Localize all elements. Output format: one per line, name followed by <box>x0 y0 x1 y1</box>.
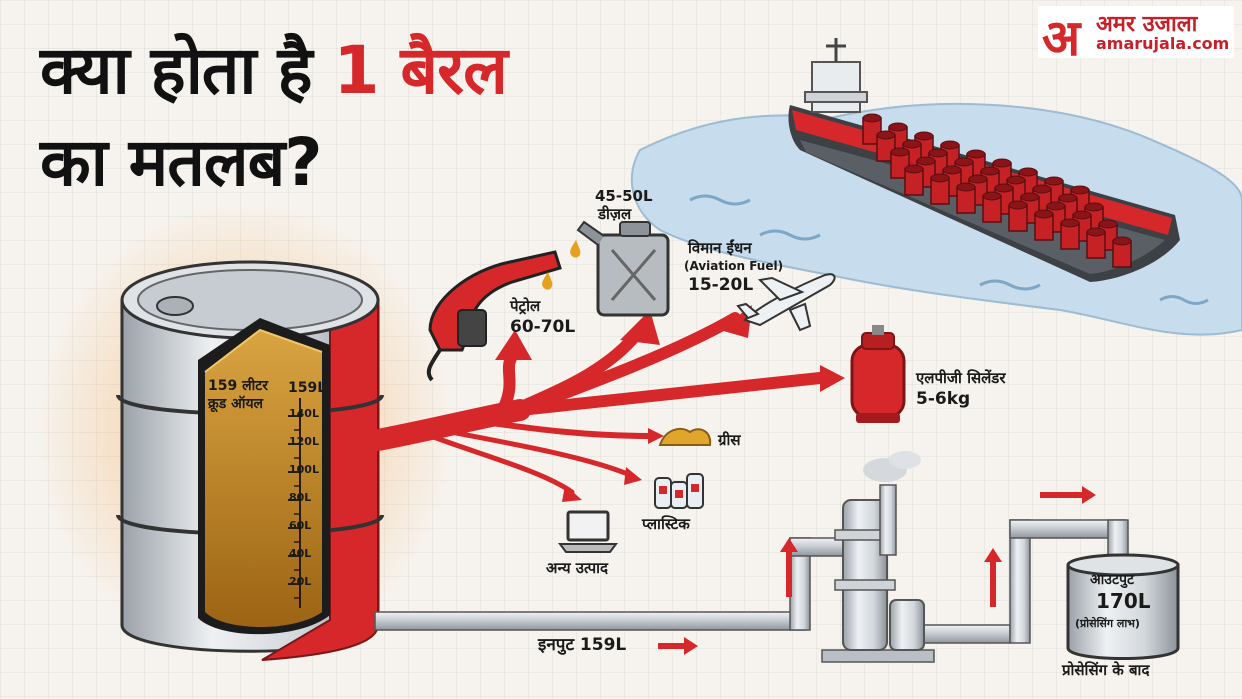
distribution-arrows <box>367 312 826 495</box>
deck-drum-top <box>876 130 896 140</box>
flow-arrows <box>658 486 1096 655</box>
output-note: (प्रोसेसिंग लाभ) <box>1075 617 1140 630</box>
deck-drum-top <box>890 147 910 157</box>
deck-drum-top <box>1086 227 1106 237</box>
grease-name: ग्रीस <box>718 431 741 449</box>
deck-drum-top <box>1018 167 1038 177</box>
scale-mark-label: 120L <box>289 435 319 448</box>
scale-mark-label: 60L <box>289 519 312 532</box>
deck-drum-top <box>992 158 1012 168</box>
scale-mark-label: 100L <box>289 463 319 476</box>
plastic-bottles-icon <box>654 473 704 509</box>
deck-drum-top <box>1046 201 1066 211</box>
diesel-name: डीज़ल <box>598 205 632 223</box>
scale-mark-label: 20L <box>289 575 312 588</box>
petrol-name: पेट्रोल <box>510 297 541 315</box>
fuel-nozzle-icon <box>426 250 562 382</box>
amar-ujala-logo[interactable]: अ अमर उजाला amarujala.com <box>1038 6 1234 67</box>
barrel-label-line2: क्रूड ऑयल <box>208 396 264 412</box>
barrel-scale-ticks <box>288 415 300 599</box>
output-amount: 170L <box>1096 589 1151 613</box>
grease-icon <box>658 427 712 446</box>
aviation-sub: (Aviation Fuel) <box>684 259 784 273</box>
deck-drum-top <box>980 166 1000 176</box>
barrel-label-line1: 159 लीटर <box>208 378 268 394</box>
headline-line-1: क्या होता है 1 बैरल <box>40 38 508 104</box>
deck-drum-top <box>888 122 908 132</box>
deck-oil-drums <box>862 113 1132 268</box>
deck-drum-top <box>1058 193 1078 203</box>
aviation-amount: 15-20L <box>688 275 754 295</box>
deck-drum-top <box>862 113 882 123</box>
deck-drum-top <box>1034 209 1054 219</box>
logo-mark: अ <box>1042 8 1081 67</box>
deck-drum-top <box>1008 200 1028 210</box>
scale-mark-label: 140L <box>289 407 319 420</box>
headline-line-2: का मतलब? <box>40 124 323 201</box>
laptop-icon <box>558 510 618 553</box>
deck-drum-top <box>902 139 922 149</box>
deck-drum-top <box>982 191 1002 201</box>
deck-drum-top <box>1020 192 1040 202</box>
airplane-icon <box>736 273 836 332</box>
deck-drum-top <box>968 174 988 184</box>
lpg-name: एलपीजी सिलेंडर <box>916 369 1006 387</box>
deck-drum-top <box>1044 176 1064 186</box>
deck-drum-top <box>916 156 936 166</box>
logo-url: amarujala.com <box>1096 34 1230 53</box>
output-caption: प्रोसेसिंग के बाद <box>1062 661 1150 679</box>
jerry-can-icon <box>570 220 670 317</box>
petrol-amount: 60-70L <box>510 317 576 337</box>
deck-drum-top <box>1084 202 1104 212</box>
headline-prefix: क्या होता है <box>40 32 313 109</box>
pipeline <box>374 519 1129 644</box>
deck-drum-top <box>940 140 960 150</box>
aviation-name: विमान ईंधन <box>688 239 752 257</box>
output-title: आउटपुट <box>1090 572 1135 588</box>
input-label: इनपुट 159L <box>538 635 627 655</box>
deck-drum-top <box>942 165 962 175</box>
scale-mark-label: 40L <box>289 547 312 560</box>
other-products-name: अन्य उत्पाद <box>546 559 608 577</box>
deck-drum-top <box>904 164 924 174</box>
deck-drum-top <box>956 182 976 192</box>
lpg-amount: 5-6kg <box>916 389 971 409</box>
deck-drum-top <box>1112 236 1132 246</box>
diesel-amount: 45-50L <box>595 187 653 205</box>
deck-drum-top <box>994 183 1014 193</box>
deck-drum-top <box>914 131 934 141</box>
lpg-cylinder-icon <box>850 325 906 423</box>
deck-drum-top <box>1070 185 1090 195</box>
deck-drum-top <box>1072 210 1092 220</box>
deck-drum-top <box>966 149 986 159</box>
deck-drum-top <box>1098 219 1118 229</box>
deck-drum-top <box>954 157 974 167</box>
oil-barrel <box>116 260 384 661</box>
output-tank <box>1066 553 1180 660</box>
deck-drum-top <box>1032 184 1052 194</box>
headline-accent: 1 बैरल <box>333 32 508 109</box>
deck-drum-top <box>1060 218 1080 228</box>
deck-drum-top <box>1006 175 1026 185</box>
plastic-name: प्लास्टिक <box>642 515 690 533</box>
scale-mark-label: 80L <box>289 491 312 504</box>
logo-name: अमर उजाला <box>1096 12 1198 37</box>
deck-drum-top <box>930 173 950 183</box>
barrel-top-mark: 159L <box>288 380 327 396</box>
refinery-tower <box>821 451 935 663</box>
deck-drum-top <box>928 148 948 158</box>
